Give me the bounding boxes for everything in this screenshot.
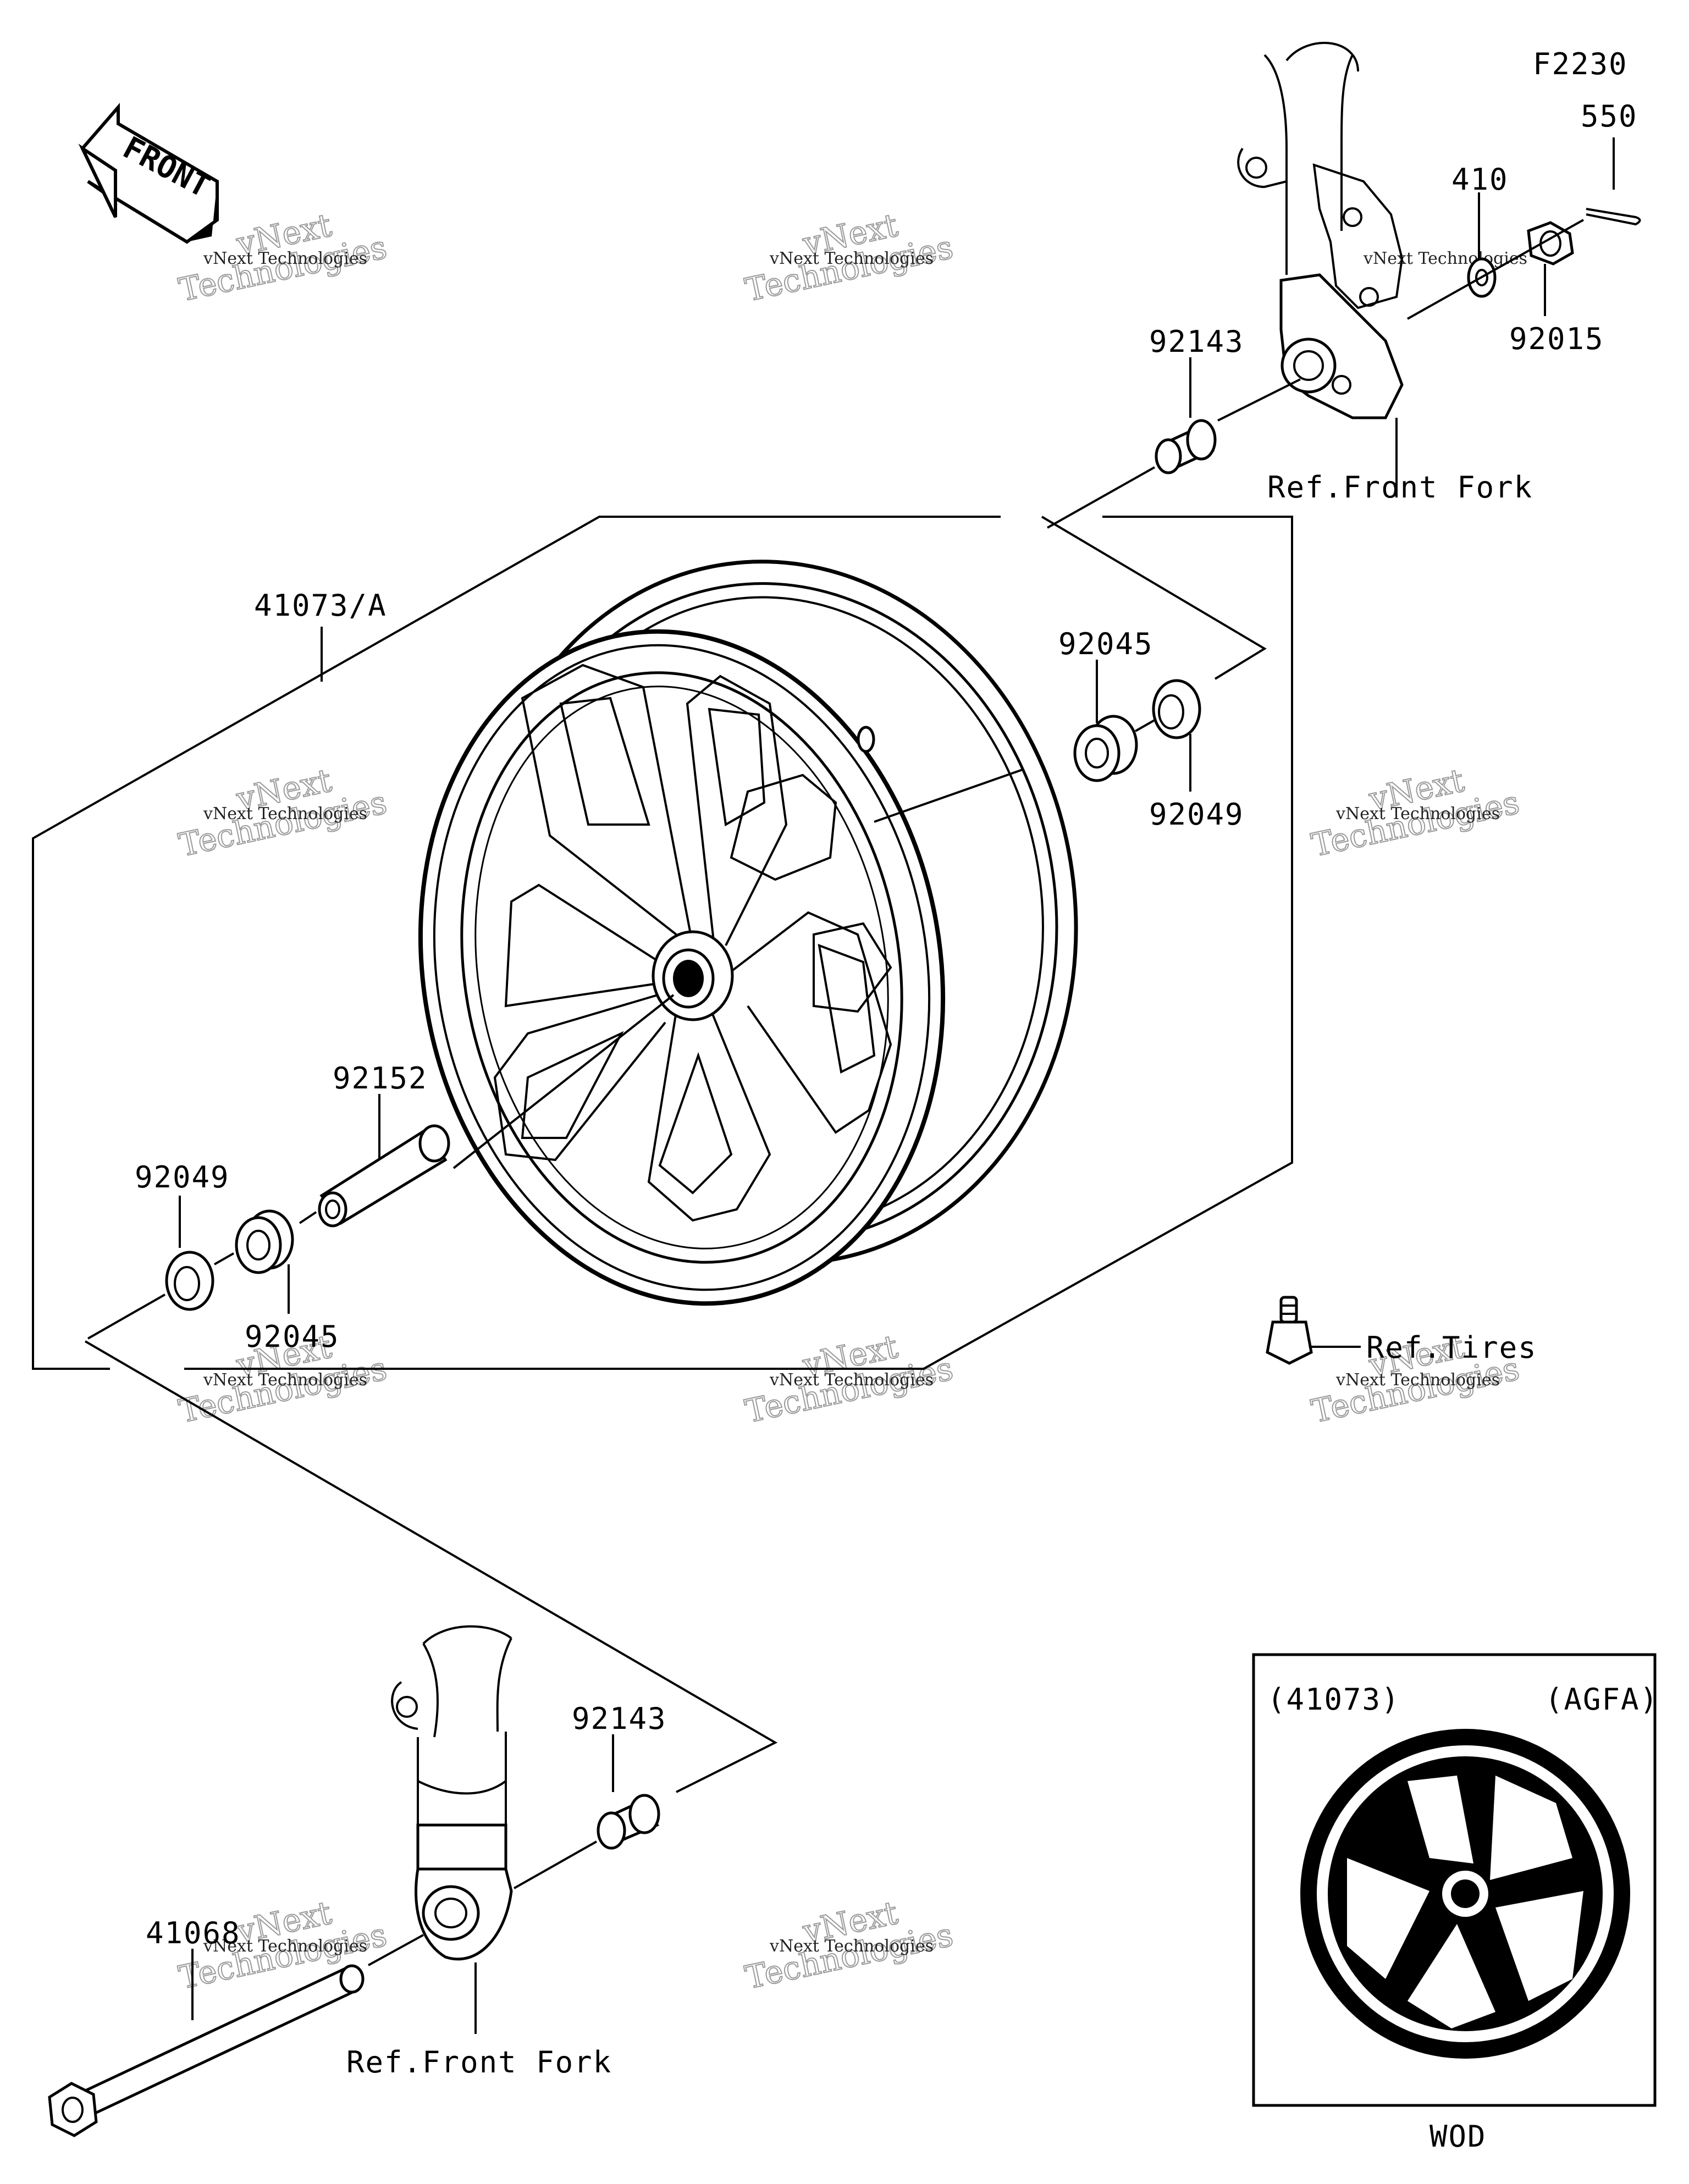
assembly-bracket <box>32 516 1001 1370</box>
watermark-text: vNext Technologies <box>769 1937 934 1956</box>
part-label-92143-top: 92143 <box>1149 324 1244 359</box>
part-label-92152: 92152 <box>333 1061 428 1096</box>
part-label-92015: 92015 <box>1509 322 1604 356</box>
ref-tires-label: Ref.Tires <box>1366 1330 1537 1365</box>
watermark-text: vNext Technologies <box>203 249 367 268</box>
collar-92143-top <box>1155 419 1217 474</box>
part-label-92049-left: 92049 <box>135 1160 230 1195</box>
seal-92049-left <box>165 1251 214 1311</box>
part-label-92045-left: 92045 <box>245 1319 340 1354</box>
part-label-92143-bottom: 92143 <box>572 1701 667 1736</box>
front-arrow-icon: FRONT <box>78 102 219 244</box>
collar-92143-bottom <box>597 1794 660 1850</box>
watermark-text: vNext Technologies <box>1363 249 1527 268</box>
part-label-92045-right: 92045 <box>1058 627 1153 661</box>
ref-front-fork-top-label: Ref.Front Fork <box>1267 470 1533 505</box>
watermark-text: vNext Technologies <box>203 804 367 823</box>
inset-color-name: WOD <box>1429 2119 1487 2154</box>
watermark-text: vNext Technologies <box>1335 1370 1500 1390</box>
front-wheel <box>418 560 1078 1306</box>
part-label-92049-right: 92049 <box>1149 797 1244 832</box>
color-variant-inset: (41073) (AGFA) WOD <box>1252 1653 1659 2154</box>
watermark-text: vNext Technologies <box>203 1937 367 1956</box>
part-label-41073: 41073/A <box>254 588 387 623</box>
inset-color-code: (AGFA) <box>1545 1682 1659 1717</box>
bearing-92045-left <box>235 1209 294 1274</box>
watermark-text: vNext Technologies <box>1335 804 1500 823</box>
tire-valve-icon <box>1266 1296 1313 1365</box>
assembly-bracket <box>1041 516 1267 680</box>
ref-front-fork-bottom-label: Ref.Front Fork <box>346 2045 612 2080</box>
inset-part-number: (41073) <box>1267 1682 1400 1717</box>
front-fork-bottom <box>391 1625 513 1961</box>
assembly-bracket <box>184 516 1293 1370</box>
watermark-text: vNext Technologies <box>203 1370 367 1390</box>
spacer-92152 <box>318 1124 450 1228</box>
black-wheel-icon <box>1300 1729 1630 2059</box>
diagram-code: F2230 <box>1533 47 1628 81</box>
axle-41068 <box>48 1964 365 2137</box>
watermark-text: vNext Technologies <box>769 249 934 268</box>
bearing-92045-right <box>1073 715 1138 782</box>
axle-bracket <box>84 1340 778 1793</box>
watermark-text: vNext Technologies <box>769 1370 934 1390</box>
cotter-pin-550 <box>1586 208 1641 226</box>
part-label-41068: 41068 <box>146 1916 241 1950</box>
part-label-550: 550 <box>1581 99 1638 134</box>
seal-92049-right <box>1152 679 1201 739</box>
part-label-410: 410 <box>1451 162 1509 197</box>
front-fork-top <box>1237 42 1404 419</box>
